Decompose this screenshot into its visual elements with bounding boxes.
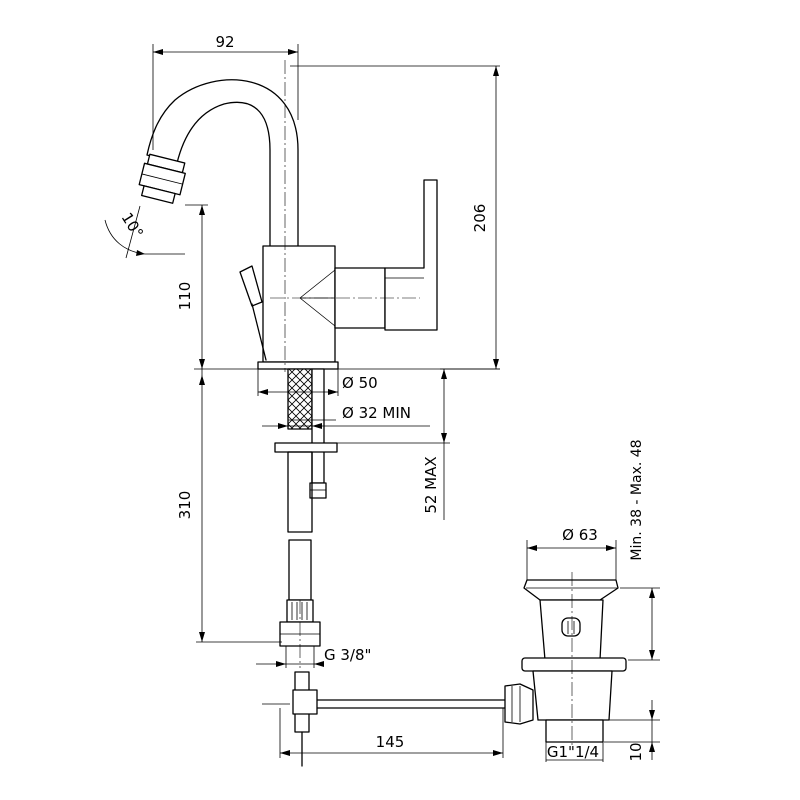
aerator <box>138 153 186 204</box>
waste-overflow-slot <box>561 617 581 637</box>
shank-hatch <box>288 369 312 429</box>
label-spout-reach: 92 <box>215 33 234 51</box>
pop-up-waste <box>262 572 627 767</box>
label-angle: 10° <box>118 209 147 241</box>
flex-hose-lower <box>288 539 312 601</box>
mixer-body <box>262 245 336 363</box>
waste-lower-body <box>532 670 613 721</box>
waste-tail <box>545 719 604 743</box>
handle <box>384 179 438 331</box>
label-base-diameter: Ø 50 <box>342 374 378 392</box>
fixing-washer <box>274 442 338 453</box>
rod-connector <box>504 683 534 725</box>
base-ring <box>257 361 339 370</box>
label-deck-thickness: 52 MAX <box>422 456 440 513</box>
label-connection: G 3/8" <box>324 646 371 664</box>
rod-clamp <box>292 689 318 715</box>
label-spout-height: 110 <box>176 282 194 311</box>
spout <box>146 79 299 247</box>
label-waste-range: Min. 38 - Max. 48 <box>629 439 645 560</box>
label-total-height: 206 <box>471 204 489 233</box>
waste-nut <box>521 657 627 672</box>
label-hose-length: 310 <box>176 491 194 520</box>
fixing-nut <box>309 482 327 499</box>
flex-hose-upper <box>287 451 313 533</box>
label-waste-thread: G1"1/4 <box>547 743 599 761</box>
waste-flange <box>523 579 619 601</box>
dimension-lines <box>104 44 660 762</box>
label-rod-length: 145 <box>376 733 405 751</box>
label-waste-diameter: Ø 63 <box>562 526 598 544</box>
label-waste-tail: 10 <box>627 742 645 761</box>
pop-up-knob <box>239 265 263 307</box>
label-hole-diameter: Ø 32 MIN <box>342 404 411 422</box>
faucet <box>138 60 438 372</box>
dimension-labels: 92 206 110 310 10° Ø 50 Ø 32 MIN 52 MAX … <box>118 33 645 762</box>
underdeck-assembly <box>274 368 338 668</box>
